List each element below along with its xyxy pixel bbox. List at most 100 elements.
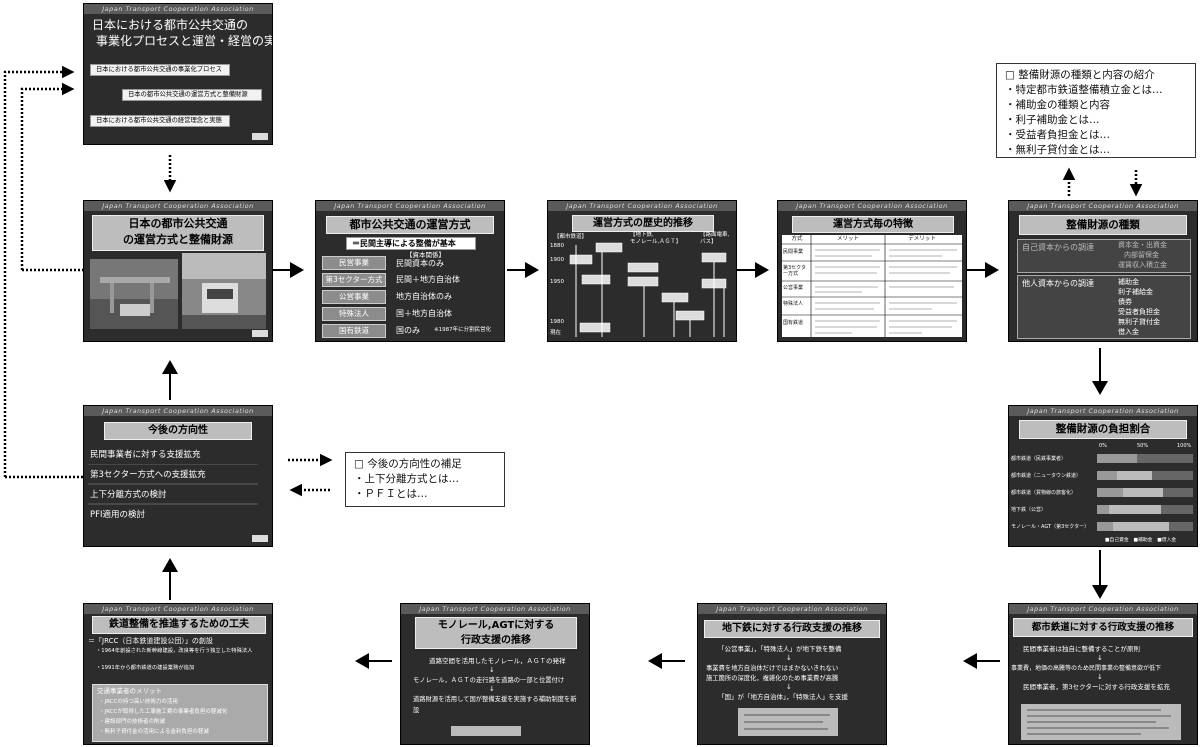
support-step-4: 「国」が「地方自治体」，「特殊法人」を支援 — [718, 693, 848, 701]
slide-title: 運営方式の歴史的推移 — [572, 215, 714, 232]
row-label: 都市鉄道（ニュータウン鉄道） — [1011, 473, 1082, 479]
slide-monorail-support[interactable]: Japan Transport Cooperation Association … — [400, 603, 590, 745]
year-now: 現在 — [550, 330, 562, 336]
slide-future-direction[interactable]: Japan Transport Cooperation Association … — [83, 405, 273, 547]
slide-subtitle: ＝民間主導による整備が基本 — [346, 237, 476, 250]
row-label: モノレール・AGT（第3セクター） — [1011, 524, 1090, 530]
table-header-method: 方式 — [791, 236, 803, 242]
note-lines — [1027, 709, 1171, 735]
scale-50: 50% — [1137, 443, 1149, 449]
table-row-national: 国有鉄道 — [783, 320, 804, 326]
slide-title: 日本の都市公共交通 の運営方式と整備財源 — [92, 215, 264, 251]
slide-header: Japan Transport Cooperation Association — [778, 201, 966, 211]
method-desc-national: 国のみ — [396, 326, 420, 335]
external-item-subsidy: 補助金 — [1118, 278, 1139, 286]
panel-item[interactable]: ・ＰＦＩとは… — [354, 488, 428, 500]
slide-header: Japan Transport Cooperation Association — [548, 201, 736, 211]
support-step-2: 事業費，地価の高騰等のため民間事業の整備意欲が低下 — [1011, 665, 1162, 672]
slide-operation-methods[interactable]: Japan Transport Cooperation Association … — [315, 200, 505, 342]
loop-arrow-inner — [20, 82, 75, 270]
merit-item: ・JRCCの持つ高い技術力の活用 — [99, 699, 178, 705]
panel-item[interactable]: ・上下分離方式とは… — [354, 473, 459, 485]
share-bars — [1097, 454, 1193, 531]
table-grid — [782, 235, 962, 337]
features-table: 方式 メリット デメリット 民間事業 第3セクター方式 公営事業 特殊法人 国有… — [782, 235, 962, 337]
slide-subway-support[interactable]: Japan Transport Cooperation Association … — [697, 603, 887, 745]
slide-intro[interactable]: Japan Transport Cooperation Association … — [83, 3, 273, 145]
panel-item[interactable]: ・補助金の種類と内容 — [1005, 99, 1110, 111]
slide-title: 整備財源の種類 — [1019, 215, 1187, 235]
panel-item[interactable]: ・利子補助金とは… — [1005, 114, 1100, 126]
slide-header: Japan Transport Cooperation Association — [401, 604, 589, 614]
history-flow-chart — [569, 242, 727, 337]
support-step-3: 道路財源を活用して国が整備支援を実施する補助制度を新設 — [413, 696, 577, 714]
scale-100: 100% — [1177, 443, 1192, 449]
slide-method-features[interactable]: Japan Transport Cooperation Association … — [777, 200, 967, 342]
slide-header: Japan Transport Cooperation Association — [84, 4, 272, 14]
table-row-third-sector: 第3セクター方式 — [783, 265, 806, 277]
slide-title: 今後の方向性 — [104, 422, 252, 440]
merit-title: 交通事業者のメリット — [97, 687, 162, 695]
slide-header: Japan Transport Cooperation Association — [698, 604, 886, 614]
slide-header: Japan Transport Cooperation Association — [1009, 406, 1197, 416]
row-label: 地下鉄（公営） — [1011, 507, 1047, 513]
menu-button-operation[interactable]: 日本の都市公共交通の運営方式と整備財源 — [122, 89, 262, 101]
photo-monorail — [90, 259, 178, 329]
step-arrow: ↓ — [1097, 654, 1103, 662]
menu-button-process[interactable]: 日本における都市公共交通の事業化プロセス — [90, 64, 230, 76]
slide-title: 都市公共交通の運営方式 — [326, 216, 494, 234]
external-item-nointerest: 無利子貸付金 — [1118, 318, 1160, 326]
panel-heading: □ 今後の方向性の補足 — [354, 458, 462, 470]
slide-title: 整備財源の負担割合 — [1019, 420, 1187, 439]
panel-item[interactable]: ・特定都市鉄道整備積立金とは… — [1005, 84, 1163, 96]
support-step-3: 施工箇所の深度化，複雑化のため事業費が高騰 — [706, 675, 839, 682]
slide-header: Japan Transport Cooperation Association — [1009, 604, 1197, 614]
step-arrow: ↓ — [489, 685, 495, 693]
merit-item: ・JRCCが取得した工事施工費の事業者負担の軽減化 — [99, 709, 228, 715]
slide-funding-types[interactable]: Japan Transport Cooperation Association … — [1008, 200, 1198, 342]
slide-footer-mark — [252, 330, 268, 337]
own-capital-label: 自己資本からの調達 — [1022, 243, 1094, 252]
support-step-1: 道路空間を活用したモノレール，ＡＧＴの発祥 — [429, 657, 566, 665]
method-label-special-corp: 特殊法人 — [322, 307, 386, 321]
merit-box: 交通事業者のメリット ・JRCCの持つ高い技術力の活用 ・JRCCが取得した工事… — [92, 684, 268, 742]
funding-details-panel: □ 整備財源の種類と内容の紹介 ・特定都市鉄道整備積立金とは… ・補助金の種類と… — [996, 63, 1196, 158]
method-desc-third-sector: 民間＋地方自治体 — [396, 275, 460, 284]
slide-header: Japan Transport Cooperation Association — [84, 604, 272, 614]
external-item-beneficiary: 受益者負担金 — [1118, 308, 1160, 316]
table-header-demerit: デメリット — [908, 236, 936, 242]
slide-title: モノレール,AGTに対する 行政支援の推移 — [415, 617, 577, 649]
note-lines — [744, 714, 830, 730]
external-capital-box: 他人資本からの調達 補助金 利子補給金 債券 受益者負担金 無利子貸付金 借入金 — [1017, 275, 1191, 339]
direction-item: PFI適用の検討 — [90, 510, 146, 520]
step-arrow: ↓ — [1097, 673, 1103, 681]
jrcc-bullet-2: ・1991年から都市鉄道の建設業務が追加 — [96, 665, 195, 671]
direction-item: 上下分離方式の検討 — [90, 490, 167, 500]
merit-item: ・無利子貸付金の活用による金利負担の軽減 — [99, 729, 209, 735]
row-label: 都市鉄道（貨物線の旅客化） — [1011, 490, 1077, 496]
table-header-merit: メリット — [836, 236, 859, 242]
slide-rail-support[interactable]: Japan Transport Cooperation Association … — [1008, 603, 1198, 745]
slide-history[interactable]: Japan Transport Cooperation Association … — [547, 200, 737, 342]
support-step-2: 事業費を地方自治体だけではまかないきれない — [706, 665, 839, 672]
merit-item: ・建設部門の技術者の削減 — [99, 719, 166, 725]
slide-footer-mark — [252, 133, 268, 140]
method-label-public: 公営事業 — [322, 290, 386, 304]
slide-operation-funding[interactable]: Japan Transport Cooperation Association … — [83, 200, 273, 342]
step-arrow: ↓ — [489, 666, 495, 674]
panel-heading: □ 整備財源の種類と内容の紹介 — [1005, 69, 1155, 81]
panel-item[interactable]: ・受益者負担金とは… — [1005, 129, 1110, 141]
own-capital-box: 自己資本からの調達 資本金・出資金 内部留保金 運賃収入積立金 — [1017, 239, 1191, 273]
table-row-public: 公営事業 — [783, 285, 804, 291]
slide-funding-share[interactable]: Japan Transport Cooperation Association … — [1008, 405, 1198, 547]
own-item-capital: 資本金・出資金 — [1118, 241, 1167, 249]
slide-title-line2: 事業化プロセスと運営・経営の実態 — [96, 34, 273, 48]
slide-header: Japan Transport Cooperation Association — [316, 201, 504, 211]
step-arrow: ↓ — [786, 683, 792, 691]
panel-item[interactable]: ・無利子貸付金とは… — [1005, 144, 1110, 156]
slide-jrcc[interactable]: Japan Transport Cooperation Association … — [83, 603, 273, 745]
support-step-3: 民間事業者，第3セクターに対する行政支援を拡充 — [1023, 683, 1170, 691]
menu-button-management[interactable]: 日本における都市公共交通の経営理念と実態 — [90, 115, 230, 127]
year-1900: 1900 — [550, 257, 564, 263]
method-desc-public: 地方自治体のみ — [396, 292, 452, 301]
